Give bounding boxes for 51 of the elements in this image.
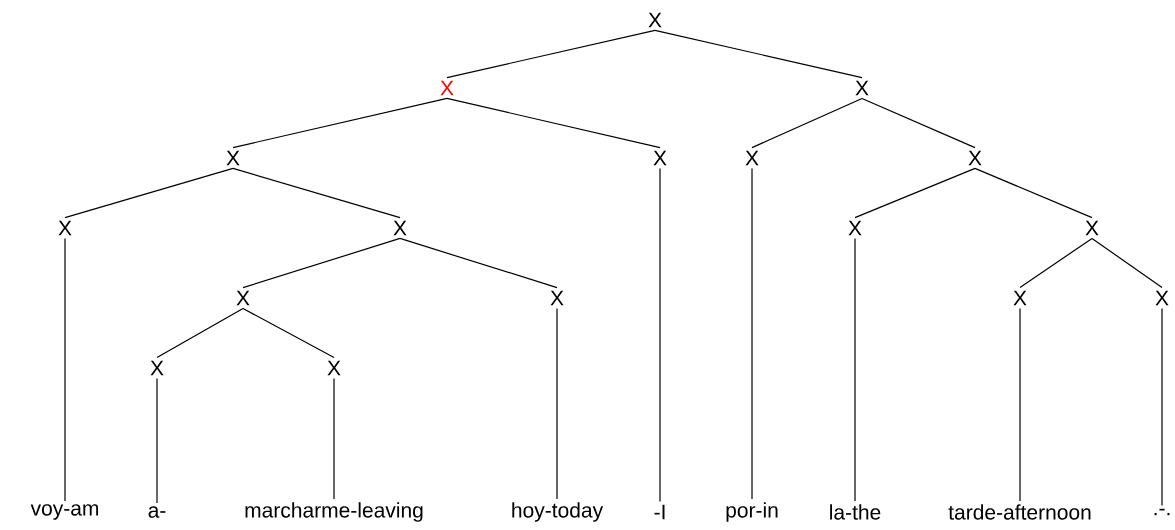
tree-branch: [751, 167, 753, 500]
tree-node-label: X: [393, 220, 407, 236]
tree-branch: [156, 377, 158, 504]
tree-branch: [446, 29, 656, 79]
tree-branch: [861, 97, 976, 149]
tree-node-label: X: [550, 290, 564, 306]
tree-branch: [854, 237, 856, 502]
tree-node-label: X: [58, 220, 72, 236]
tree-branch: [1019, 237, 1093, 289]
tree-node-label: X: [653, 150, 667, 166]
tree-node-label: X: [648, 12, 662, 28]
tree-node-label: X: [968, 150, 982, 166]
tree-branch: [242, 307, 335, 359]
tree-branch: [446, 97, 661, 149]
word-label: la-the: [830, 504, 881, 520]
tree-node-label: X: [440, 80, 454, 96]
tree-node-label: X: [855, 80, 869, 96]
tree-branch: [556, 307, 558, 500]
word-label: por-in: [726, 502, 778, 522]
tree-branch: [64, 167, 234, 219]
tree-branch: [654, 29, 863, 79]
tree-branch: [156, 307, 244, 359]
tree-node-label: X: [1085, 220, 1099, 236]
tree-node-label: X: [226, 150, 240, 166]
word-label: .-.: [1154, 508, 1170, 516]
tree-branch: [751, 97, 863, 149]
tree-branch: [1161, 307, 1163, 507]
tree-branch: [242, 237, 401, 289]
tree-branch: [232, 167, 401, 219]
word-label: voy-am: [30, 504, 99, 520]
tree-branch: [1019, 307, 1021, 502]
tree-node-label: X: [236, 290, 250, 306]
word-label: -I: [654, 504, 665, 520]
tree-node-label: X: [150, 360, 164, 376]
tree-node-label: X: [745, 150, 759, 166]
tree-branch: [659, 167, 661, 503]
word-label: tarde-afternoon: [948, 504, 1091, 520]
word-label: a-: [148, 506, 166, 518]
tree-node-label: X: [327, 360, 341, 376]
tree-branch: [399, 237, 558, 289]
tree-branch: [974, 167, 1093, 219]
word-label: hoy-today: [512, 502, 604, 522]
tree-node-label: X: [1013, 290, 1027, 306]
tree-node-label: X: [848, 220, 862, 236]
tree-branch: [854, 167, 976, 219]
tree-branch: [232, 97, 448, 149]
tree-branch: [1091, 237, 1163, 289]
tree-branch: [64, 237, 66, 502]
word-label: marcharme-leaving: [245, 502, 423, 522]
tree-branch: [333, 377, 335, 500]
tree-node-label: X: [1155, 290, 1169, 306]
